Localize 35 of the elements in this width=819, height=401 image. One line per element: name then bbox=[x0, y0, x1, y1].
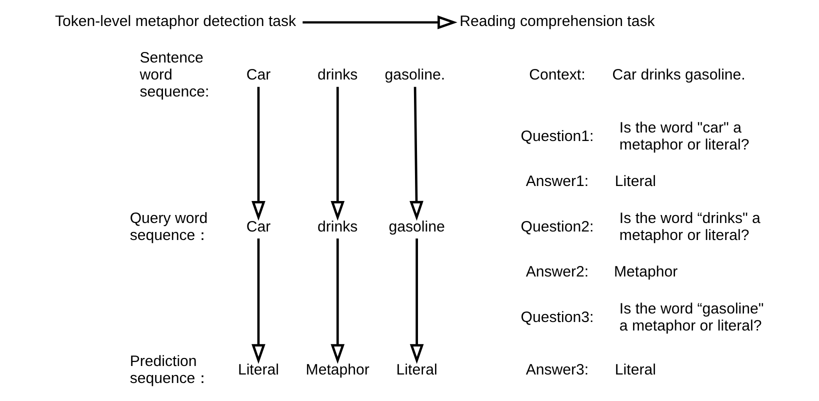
node-text: Literal bbox=[238, 362, 279, 379]
node-text: drinks bbox=[318, 218, 358, 236]
label: Question2: bbox=[520, 218, 594, 236]
label: Car drinks gasoline. bbox=[612, 66, 746, 84]
node-text: drinks bbox=[318, 66, 358, 84]
node-text: gasoline. bbox=[384, 66, 446, 84]
label: Is the word "car" a metaphor or literal? bbox=[619, 119, 750, 154]
label: Sentence word sequence: bbox=[140, 50, 210, 101]
node-text: Metaphor bbox=[306, 362, 370, 379]
label: Context: bbox=[529, 66, 586, 84]
arrow bbox=[252, 86, 266, 221]
arrow bbox=[302, 15, 458, 30]
label: Answer2: bbox=[526, 264, 589, 281]
label: Answer3: bbox=[526, 362, 589, 379]
node-text: Car bbox=[246, 66, 271, 84]
label: Literal bbox=[614, 362, 656, 379]
node-text: Token-level metaphor detection task bbox=[54, 12, 296, 30]
node-text: Reading comprehension task bbox=[460, 12, 655, 30]
label: Query word sequence： bbox=[130, 210, 210, 244]
node-text: gasoline bbox=[388, 218, 445, 236]
arrow bbox=[252, 238, 266, 364]
label: Prediction sequence： bbox=[130, 353, 210, 388]
arrow bbox=[410, 238, 424, 364]
label: Is the word “gasoline" a metaphor or literal? bbox=[619, 300, 764, 334]
label: Is the word “drinks" a metaphor or literal? bbox=[619, 210, 760, 244]
label: Question1: bbox=[520, 128, 594, 145]
arrow bbox=[330, 86, 345, 221]
arrow bbox=[330, 238, 345, 364]
node-text: Literal bbox=[396, 362, 438, 379]
label: Question3: bbox=[520, 308, 594, 326]
label: Literal bbox=[614, 173, 656, 190]
label: Answer1: bbox=[526, 173, 589, 190]
label: Metaphor bbox=[614, 264, 678, 281]
node-text: Car bbox=[246, 218, 271, 236]
arrow bbox=[410, 86, 424, 221]
